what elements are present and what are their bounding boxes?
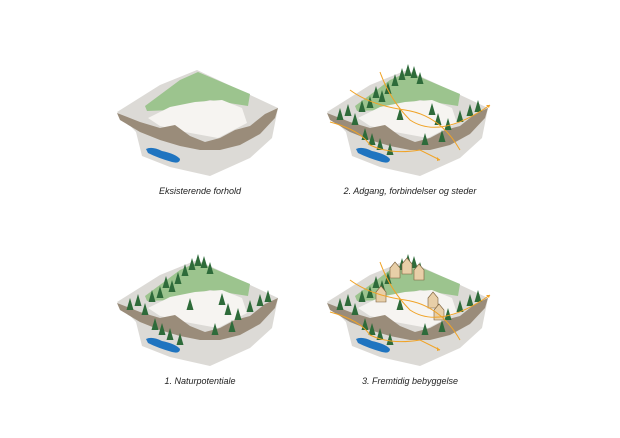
tree-icon: [181, 264, 189, 276]
tree-icon: [194, 254, 202, 266]
tree-icon: [162, 276, 170, 288]
rock-strata: [327, 108, 488, 150]
tree-icon: [416, 72, 424, 84]
path-arrow: [349, 89, 461, 151]
lake: [146, 147, 180, 163]
tree-icon: [200, 256, 208, 268]
tree-icon: [444, 308, 452, 320]
diagram-access-connections: [310, 50, 510, 180]
tree-icon: [211, 323, 219, 335]
tree-icon: [126, 298, 134, 310]
caption-future-buildings: 3. Fremtidig bebyggelse: [361, 376, 459, 386]
tree-icon: [421, 133, 429, 145]
tree-icon: [396, 108, 404, 120]
house-icon: [375, 285, 387, 303]
tree-icon: [384, 82, 392, 94]
tree-icon: [396, 298, 404, 310]
tree-icon: [404, 64, 412, 76]
path-arrow: [349, 279, 461, 341]
tree-icon: [176, 333, 184, 345]
tree-icon: [336, 298, 344, 310]
tree-icon: [444, 118, 452, 130]
tree-icon: [410, 66, 418, 78]
tree-icon: [438, 130, 446, 142]
tree-icon: [188, 258, 196, 270]
path-arrow: [329, 311, 441, 351]
tree-icon: [368, 323, 376, 335]
tree-icon: [466, 294, 474, 306]
tree-icon: [466, 104, 474, 116]
tree-icon: [366, 286, 374, 298]
tree-icon: [376, 328, 384, 340]
tree-icon: [351, 303, 359, 315]
tree-icon: [376, 138, 384, 150]
path-arrow: [329, 121, 441, 161]
tree-icon: [168, 280, 176, 292]
tree-icon: [224, 303, 232, 315]
tree-icon: [358, 100, 366, 112]
tree-icon: [141, 303, 149, 315]
tree-icon: [264, 290, 272, 302]
rock-strata: [327, 298, 488, 340]
tree-icon: [372, 86, 380, 98]
tree-icon: [134, 294, 142, 306]
tree-icon: [391, 74, 399, 86]
tree-icon: [368, 133, 376, 145]
lake: [146, 337, 180, 353]
diagram-future-buildings: [310, 240, 510, 370]
caption-nature-potential: 1. Naturpotentiale: [164, 376, 236, 386]
tree-icon: [158, 323, 166, 335]
tree-icon: [218, 293, 226, 305]
tree-icon: [384, 272, 392, 284]
tree-icon: [246, 300, 254, 312]
tree-icon: [358, 290, 366, 302]
tree-icon: [421, 323, 429, 335]
tree-icon: [186, 298, 194, 310]
tree-icon: [474, 100, 482, 112]
diagram-existing-conditions: [100, 50, 300, 180]
tree-icon: [351, 113, 359, 125]
tree-icon: [456, 110, 464, 122]
house-icon: [433, 303, 445, 321]
house-icon: [413, 263, 425, 281]
diagram-nature-potential: [100, 240, 300, 370]
tree-icon: [378, 90, 386, 102]
tree-icon: [372, 276, 380, 288]
tree-icon: [344, 294, 352, 306]
tree-icon: [474, 290, 482, 302]
tree-icon: [428, 103, 436, 115]
house-icon: [427, 291, 439, 309]
path-arrow: [379, 261, 491, 318]
house-icon: [389, 261, 401, 279]
caption-existing-conditions: Eksisterende forhold: [158, 186, 242, 196]
tree-icon: [228, 320, 236, 332]
tree-icon: [174, 272, 182, 284]
tree-icon: [386, 333, 394, 345]
tree-icon: [234, 308, 242, 320]
tree-icon: [438, 320, 446, 332]
tree-icon: [386, 143, 394, 155]
rock-strata: [117, 108, 278, 150]
tree-icon: [336, 108, 344, 120]
lake: [356, 337, 390, 353]
tree-icon: [206, 262, 214, 274]
path-arrow: [379, 71, 491, 128]
tree-icon: [256, 294, 264, 306]
tree-icon: [151, 318, 159, 330]
lake: [356, 147, 390, 163]
tree-icon: [398, 68, 406, 80]
tree-icon: [148, 290, 156, 302]
caption-access-connections: 2. Adgang, forbindelser og steder: [343, 186, 477, 196]
tree-icon: [366, 96, 374, 108]
tree-icon: [344, 104, 352, 116]
rock-strata: [117, 298, 278, 340]
tree-icon: [156, 286, 164, 298]
tree-icon: [456, 300, 464, 312]
house-icon: [401, 257, 413, 275]
tree-icon: [166, 328, 174, 340]
